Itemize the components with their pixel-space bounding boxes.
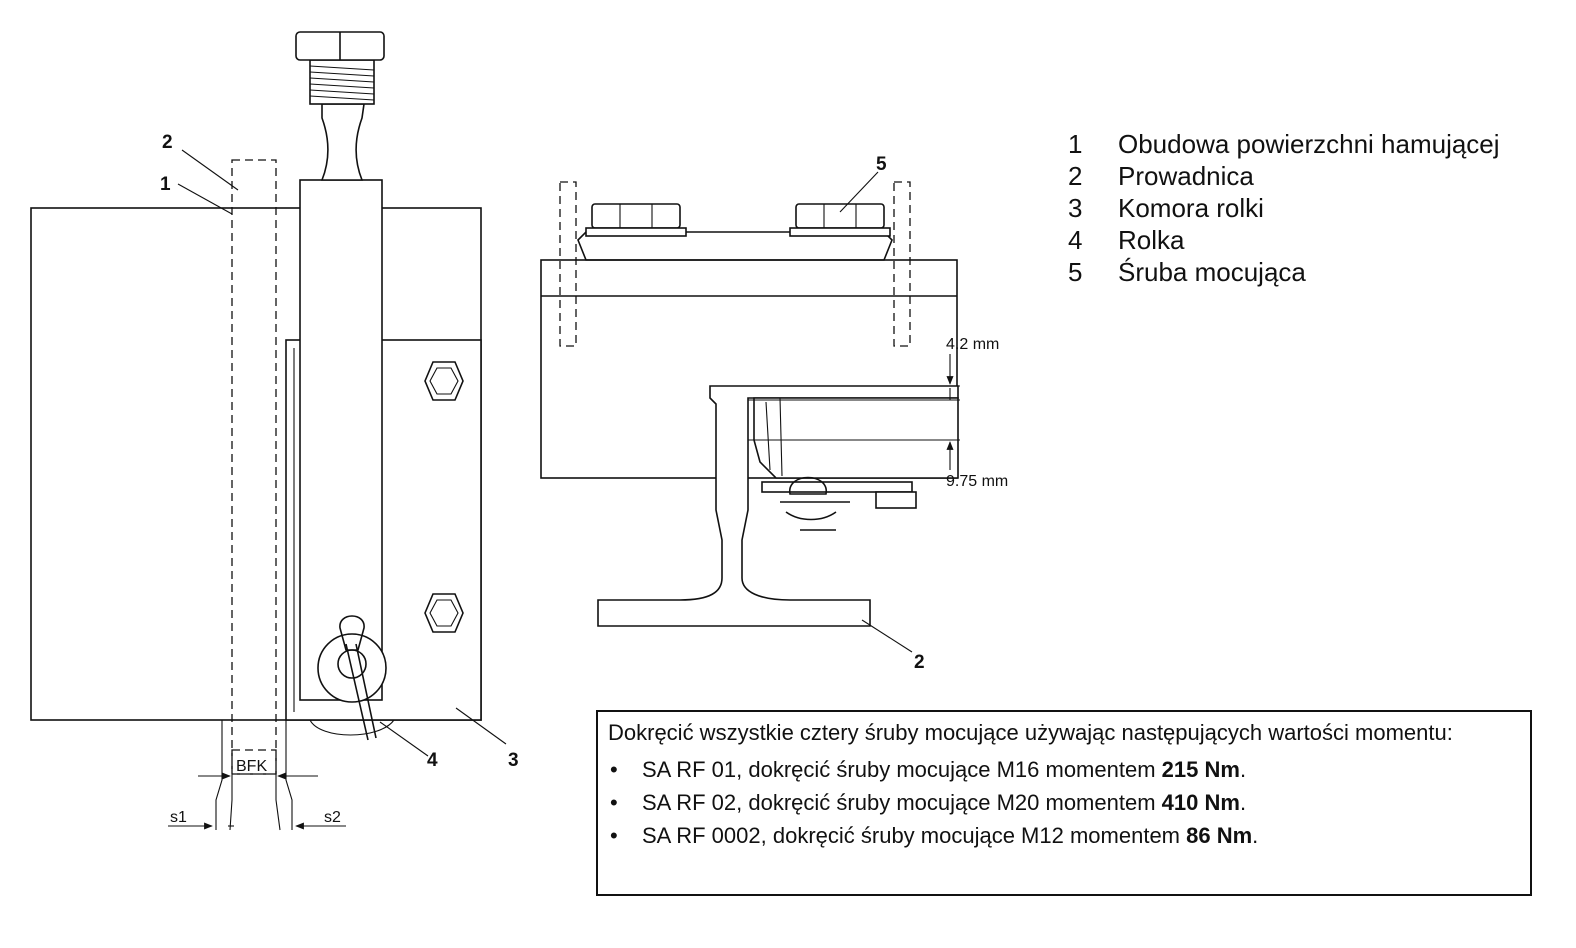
callout-2-right: 2 <box>914 652 925 673</box>
legend-label: Rolka <box>1118 225 1185 255</box>
callout-3: 3 <box>508 750 519 771</box>
dim-s2: s2 <box>324 809 341 826</box>
guide-rail-dashed <box>231 159 277 775</box>
dim-s1: s1 <box>170 809 187 826</box>
torque-note: Dokręcić wszystkie cztery śruby mocujące… <box>596 710 1532 896</box>
left-view: BFK s1 s2 2 1 4 3 <box>30 31 519 831</box>
roller <box>309 615 395 741</box>
hex-bolt-lower <box>424 593 464 633</box>
torque-item-end: . <box>1239 790 1247 815</box>
legend-label: Prowadnica <box>1118 161 1254 191</box>
dim-bfk: BFK <box>236 758 267 775</box>
callout-2-left: 2 <box>162 132 173 153</box>
torque-value: 215 Nm <box>1161 757 1240 782</box>
note-intro: Dokręcić wszystkie cztery śruby mocujące… <box>608 720 1453 745</box>
right-view: 4.2 mm 9.75 mm 5 2 <box>540 154 1008 673</box>
torque-item-text: SA RF 02, dokręcić śruby mocujące M20 mo… <box>642 790 1162 815</box>
callout-4: 4 <box>427 750 438 771</box>
guide-rail-profile <box>597 385 959 627</box>
callout-5: 5 <box>876 154 887 175</box>
hex-bolt-upper <box>424 361 464 401</box>
legend: 1 Obudowa powierzchni hamującej 2 Prowad… <box>1068 128 1500 288</box>
torque-item-end: . <box>1239 757 1247 782</box>
legend-number: 3 <box>1068 193 1083 223</box>
torque-item-text: SA RF 0002, dokręcić śruby mocujące M12 … <box>642 823 1187 848</box>
legend-number: 2 <box>1068 161 1083 191</box>
torque-item-text: SA RF 01, dokręcić śruby mocujące M16 mo… <box>642 757 1162 782</box>
dim-4-2mm: 4.2 mm <box>946 336 999 353</box>
legend-number: 1 <box>1068 129 1083 159</box>
roller-block <box>753 397 959 479</box>
torque-item: SA RF 02, dokręcić śruby mocujące M20 mo… <box>608 786 1520 819</box>
torque-value: 410 Nm <box>1161 790 1240 815</box>
torque-item: SA RF 0002, dokręcić śruby mocujące M12 … <box>608 819 1520 852</box>
callout-1: 1 <box>160 174 171 195</box>
fixing-bolt-right <box>789 203 891 237</box>
slider-bar <box>299 179 383 701</box>
torque-list: SA RF 01, dokręcić śruby mocujące M16 mo… <box>608 753 1520 852</box>
legend-label: Obudowa powierzchni hamującej <box>1118 129 1500 159</box>
legend-item: 1 Obudowa powierzchni hamującej <box>1068 128 1500 160</box>
legend-number: 4 <box>1068 225 1083 255</box>
legend-item: 3 Komora rolki <box>1068 192 1500 224</box>
legend-item: 4 Rolka <box>1068 224 1500 256</box>
torque-item-end: . <box>1252 823 1259 848</box>
legend-label: Komora rolki <box>1118 193 1264 223</box>
legend-item: 5 Śruba mocująca <box>1068 256 1500 288</box>
torque-item: SA RF 01, dokręcić śruby mocujące M16 mo… <box>608 753 1520 786</box>
legend-label: Śruba mocująca <box>1118 257 1306 287</box>
legend-number: 5 <box>1068 257 1083 287</box>
dim-9-75mm: 9.75 mm <box>946 473 1008 490</box>
torque-value: 86 Nm <box>1186 823 1253 848</box>
fixing-bolt-left <box>585 203 687 237</box>
legend-item: 2 Prowadnica <box>1068 160 1500 192</box>
